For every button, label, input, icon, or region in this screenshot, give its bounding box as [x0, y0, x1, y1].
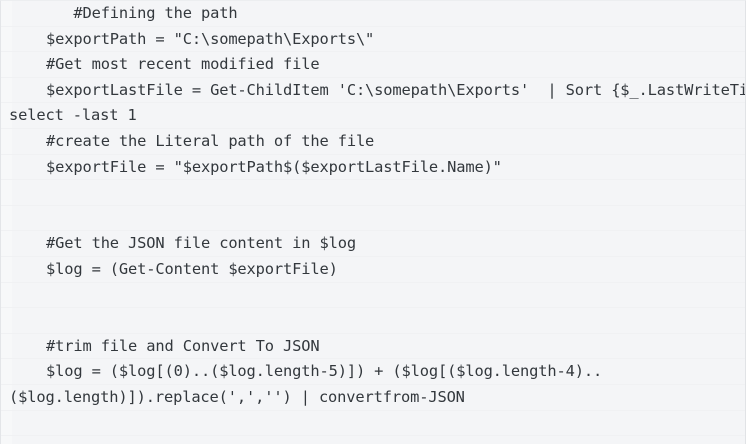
- code-line: [1, 206, 745, 232]
- code-line: #Defining the path: [1, 1, 745, 27]
- code-line: [1, 180, 745, 206]
- code-line: $log = (Get-Content $exportFile): [1, 257, 745, 283]
- code-line: ($log.length)]).replace(',','') | conver…: [1, 385, 745, 411]
- code-line: $exportPath = "C:\somepath\Exports\": [1, 27, 745, 53]
- code-line: select -last 1: [1, 103, 745, 129]
- code-line: #trim file and Convert To JSON: [1, 334, 745, 360]
- code-line: $exportFile = "$exportPath$($exportLastF…: [1, 155, 745, 181]
- code-line: [1, 283, 745, 309]
- code-line: #create the Literal path of the file: [1, 129, 745, 155]
- code-line: $log = ($log[(0)..($log.length-5)]) + ($…: [1, 359, 745, 385]
- code-line: $exportLastFile = Get-ChildItem 'C:\some…: [1, 78, 745, 104]
- code-line: [1, 308, 745, 334]
- code-line: [1, 411, 745, 437]
- code-line: #Get most recent modified file: [1, 52, 745, 78]
- code-line: #Get the JSON file content in $log: [1, 231, 745, 257]
- code-line: [1, 436, 745, 444]
